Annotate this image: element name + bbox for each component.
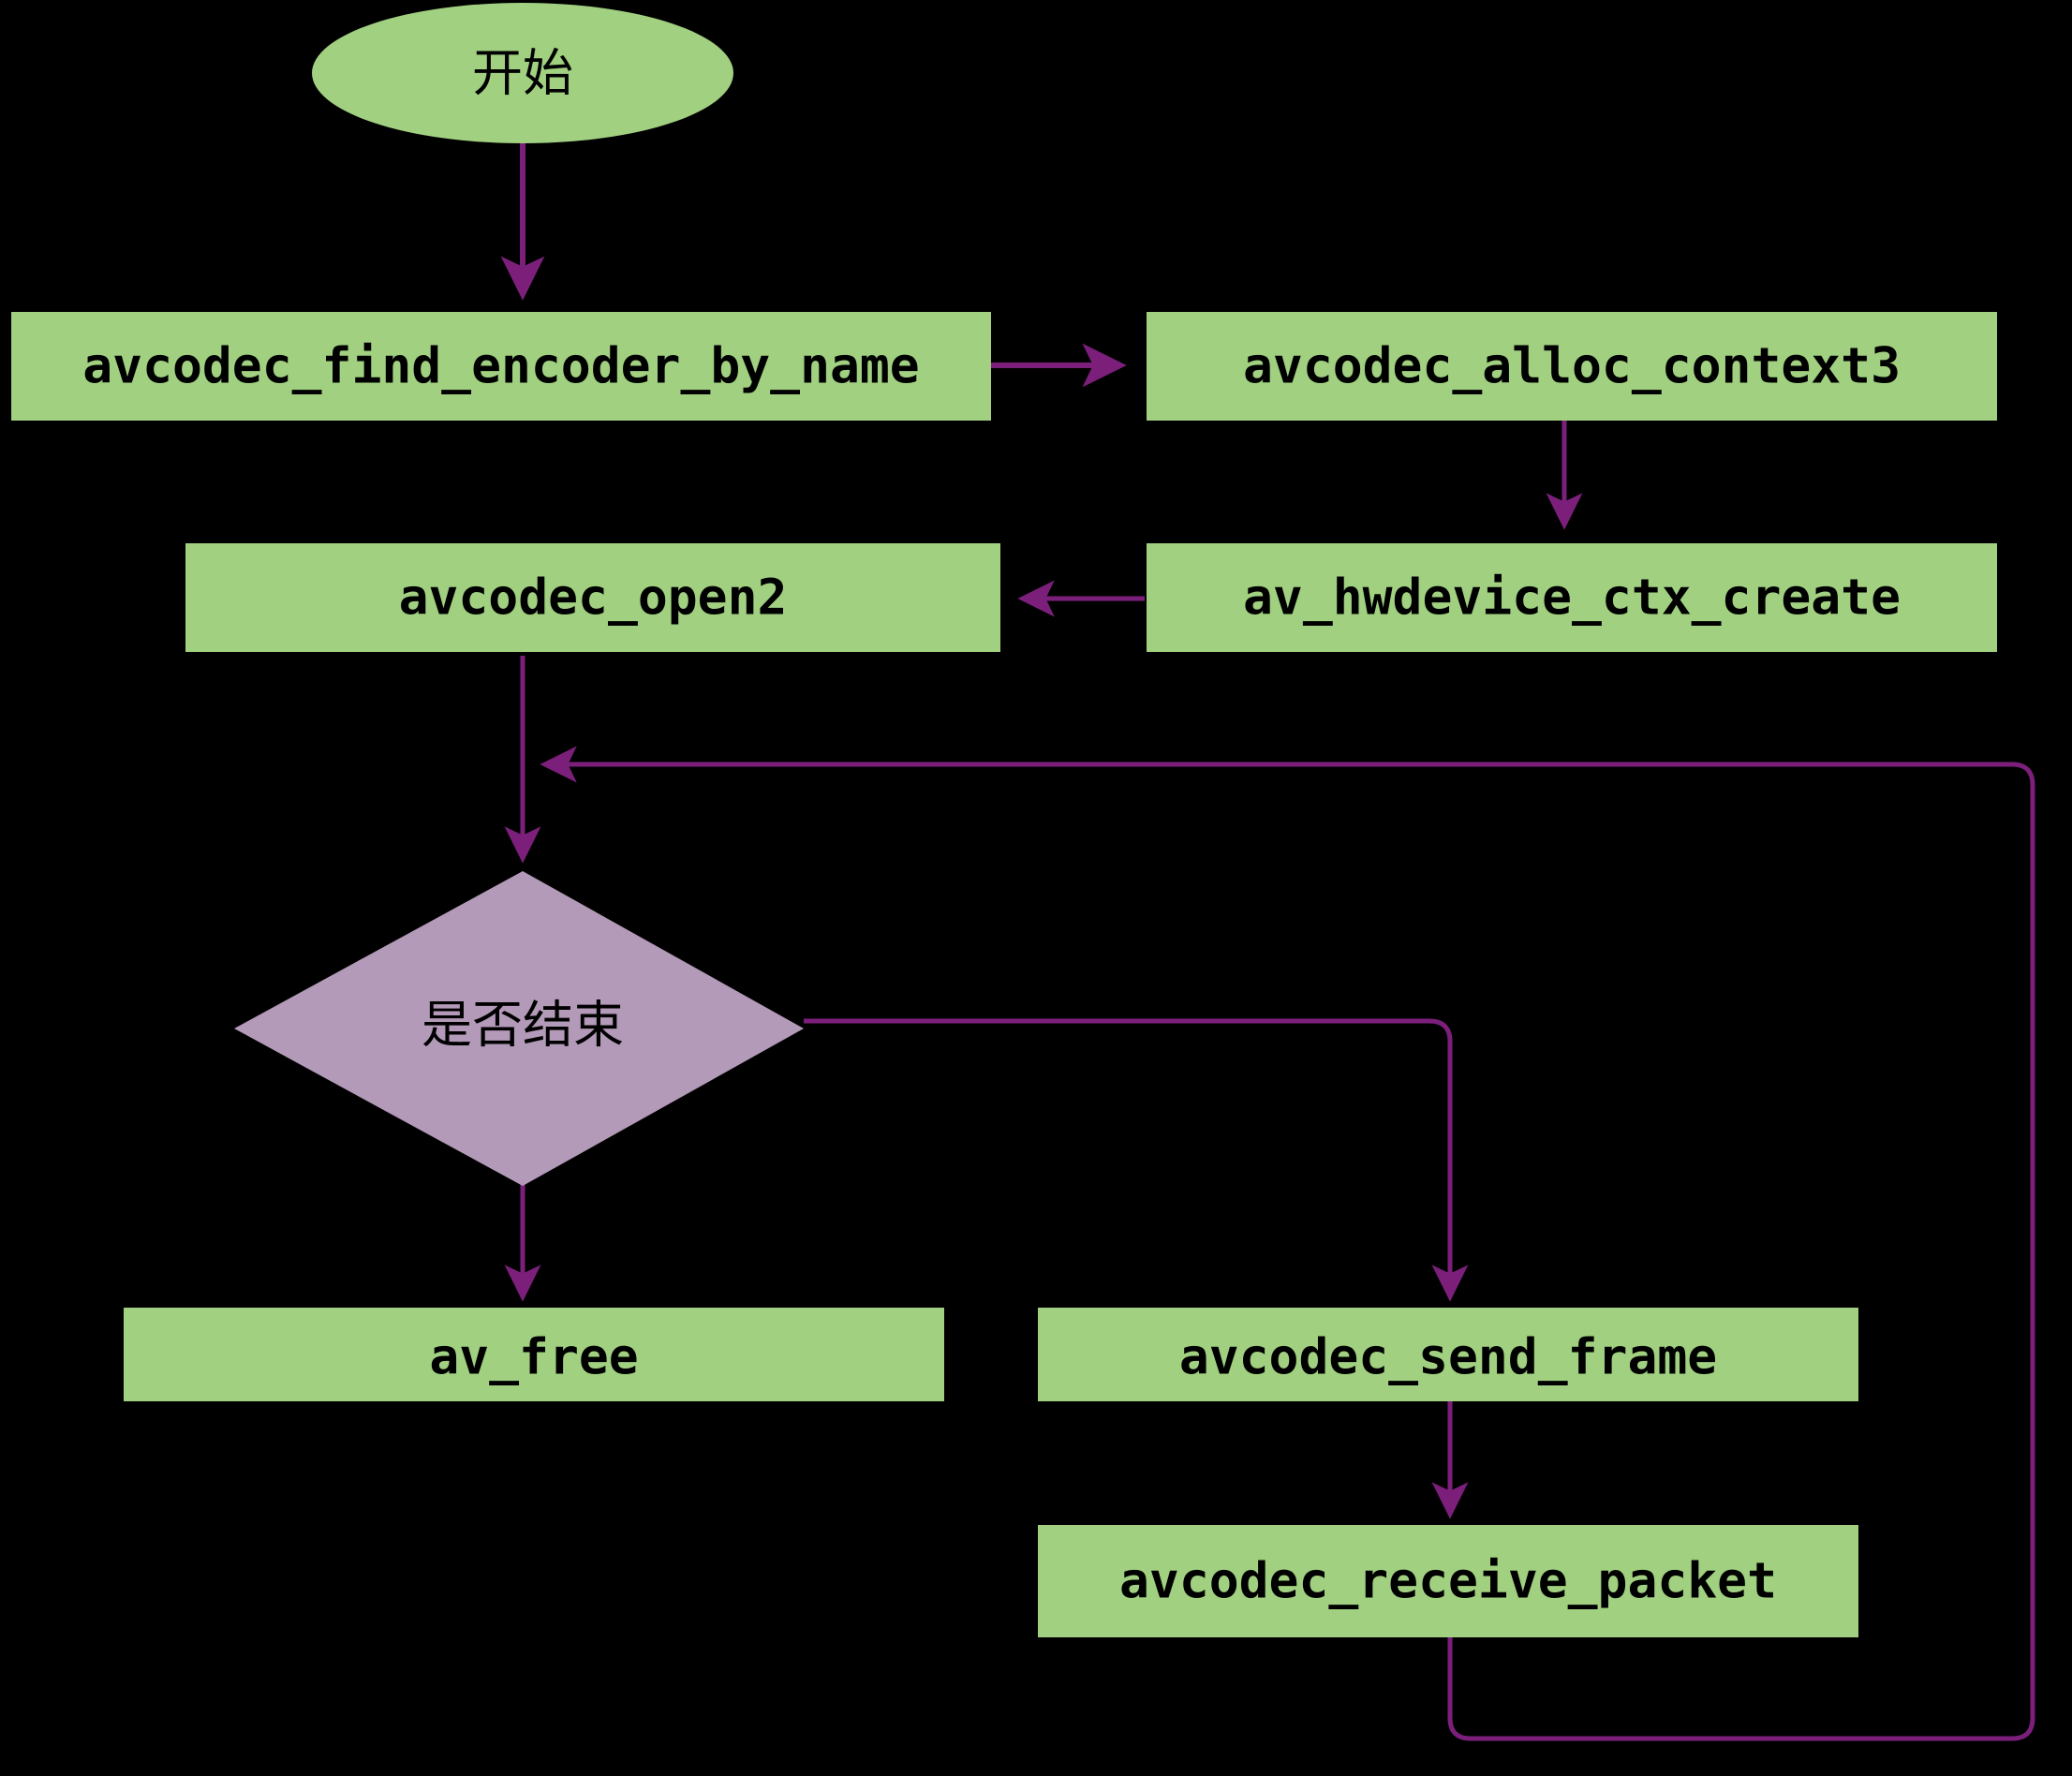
node-send-frame-label: avcodec_send_frame bbox=[1179, 1329, 1717, 1386]
node-is-finished[interactable]: 是否结束 bbox=[234, 871, 804, 1186]
node-alloc-context[interactable]: avcodec_alloc_context3 bbox=[1147, 312, 1997, 421]
node-find-encoder[interactable]: avcodec_find_encoder_by_name bbox=[11, 312, 991, 421]
find-encoder-rect-shape bbox=[11, 312, 991, 421]
node-start[interactable]: 开始 bbox=[312, 3, 733, 143]
node-is-finished-label: 是否结束 bbox=[422, 996, 624, 1055]
is-finished-diamond-shape bbox=[234, 871, 804, 1186]
node-open2[interactable]: avcodec_open2 bbox=[185, 543, 1000, 652]
node-alloc-context-label: avcodec_alloc_context3 bbox=[1243, 338, 1901, 395]
open2-rect-shape bbox=[185, 543, 1000, 652]
node-hwdevice-create[interactable]: av_hwdevice_ctx_create bbox=[1147, 543, 1997, 652]
node-receive-packet[interactable]: avcodec_receive_packet bbox=[1038, 1525, 1858, 1637]
edge-layer bbox=[500, 139, 2035, 1741]
send-frame-rect-shape bbox=[1038, 1308, 1858, 1401]
node-receive-packet-label: avcodec_receive_packet bbox=[1119, 1553, 1777, 1610]
node-start-label: 开始 bbox=[472, 44, 573, 103]
receive-packet-rect-shape bbox=[1038, 1525, 1858, 1637]
av-free-rect-shape bbox=[124, 1308, 944, 1401]
node-send-frame[interactable]: avcodec_send_frame bbox=[1038, 1308, 1858, 1401]
start-ellipse-shape bbox=[312, 3, 733, 143]
edge-is-finished-to-send-frame bbox=[804, 1018, 1469, 1302]
alloc-context-rect-shape bbox=[1147, 312, 1997, 421]
hwdevice-create-rect-shape bbox=[1147, 543, 1997, 652]
node-open2-label: avcodec_open2 bbox=[399, 570, 788, 627]
node-av-free-label: av_free bbox=[429, 1329, 638, 1386]
node-find-encoder-label: avcodec_find_encoder_by_name bbox=[82, 338, 919, 395]
node-av-free[interactable]: av_free bbox=[124, 1308, 944, 1401]
edge-receive-packet-to-is-finished bbox=[540, 746, 2035, 1741]
node-hwdevice-create-label: av_hwdevice_ctx_create bbox=[1243, 570, 1901, 627]
